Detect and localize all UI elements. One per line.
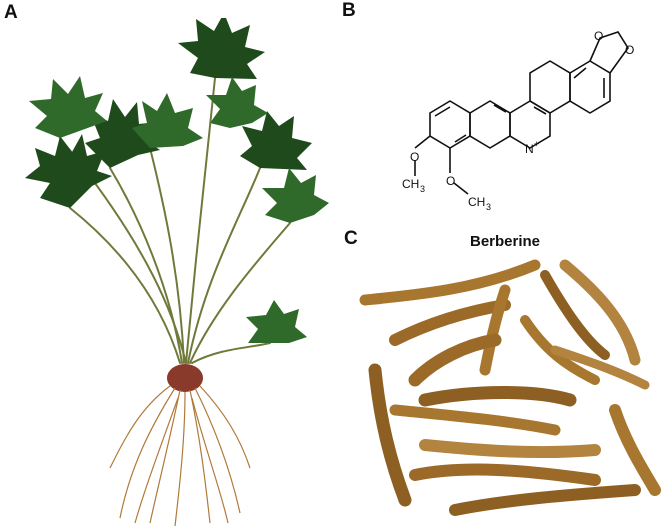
atom-ch3-1-sub: 3 (420, 184, 425, 194)
atom-ch3-2-sub: 3 (486, 202, 491, 212)
dried-roots (359, 259, 661, 516)
atom-ch3-1: CH (402, 177, 419, 191)
panel-a-label: A (4, 2, 18, 23)
structure-atom-labels: O O N + O CH 3 O CH 3 (402, 29, 634, 212)
root-mass (109, 364, 251, 527)
atom-o-methoxy-2: O (446, 174, 455, 188)
atom-n-plus: N (525, 142, 534, 156)
structure-bonds (414, 31, 629, 195)
atom-o-top-right: O (625, 43, 634, 57)
root-photo (359, 259, 661, 516)
atom-o-top-left: O (594, 29, 603, 43)
panel-b-label: B (342, 0, 356, 21)
plant-illustration (25, 18, 329, 527)
berberine-caption: Berberine (470, 233, 541, 250)
leaf-clusters (25, 18, 329, 343)
atom-ch3-2: CH (468, 195, 485, 209)
structure-diagram: O O N + O CH 3 O CH 3 (402, 29, 634, 212)
atom-charge: + (534, 139, 539, 149)
panel-c-label: C (344, 228, 358, 249)
atom-o-methoxy-1: O (410, 150, 419, 164)
